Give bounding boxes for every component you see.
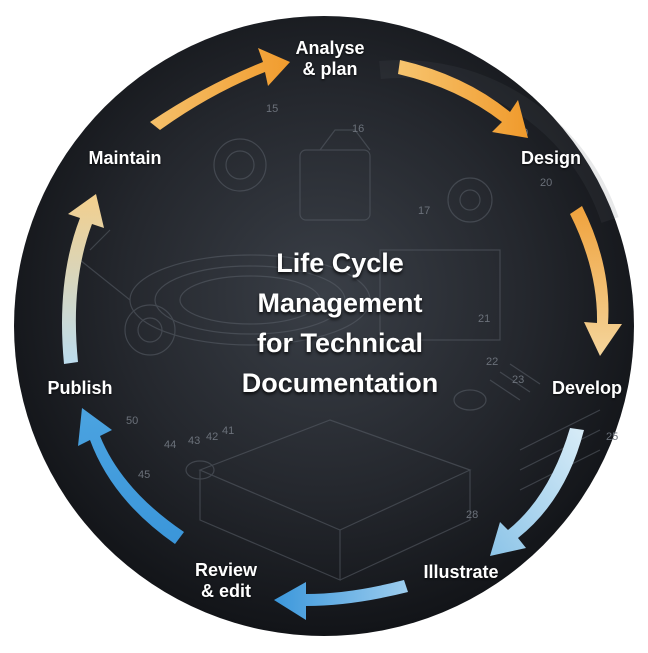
arrow-illustrate-to-review: [274, 580, 408, 620]
arrow-develop-to-illustrate: [490, 428, 584, 556]
part-number-label: 22: [486, 356, 498, 368]
background-disc: [14, 16, 634, 636]
part-number-label: 17: [418, 205, 430, 217]
part-number-label: 28: [466, 509, 478, 521]
stage-label-develop: Develop: [552, 378, 623, 398]
arrow-maintain-to-analyse: [150, 48, 290, 130]
center-title-line: Life Cycle: [276, 248, 404, 278]
part-number-label: 16: [352, 123, 364, 135]
part-number-label: 41: [222, 425, 234, 437]
stage-label-maintain: Maintain: [88, 148, 162, 168]
part-number-label: 21: [478, 313, 490, 325]
part-number-label: 42: [206, 431, 218, 443]
arrow-review-to-publish: [78, 408, 184, 544]
arrow-publish-to-maintain: [62, 194, 104, 364]
stage-label-illustrate: Illustrate: [423, 562, 499, 582]
part-number-label: 50: [126, 415, 138, 427]
part-number-label: 43: [188, 435, 200, 447]
part-number-label: 25: [606, 431, 618, 443]
center-title-line: Management: [257, 288, 423, 318]
part-number-label: 20: [540, 177, 552, 189]
cycle-arrows: [62, 48, 622, 620]
part-number-label: 23: [512, 374, 524, 386]
stage-label-design: Design: [520, 148, 581, 168]
arrow-design-to-develop: [570, 206, 622, 356]
stage-label-review: Review & edit: [194, 560, 258, 601]
part-number-label: 45: [138, 469, 150, 481]
arrow-analyse-to-design: [398, 60, 528, 138]
stage-label-publish: Publish: [47, 378, 113, 398]
center-title-line: Documentation: [241, 368, 439, 398]
part-number-label: 15: [266, 103, 278, 115]
center-title-line: for Technical: [256, 328, 424, 358]
stage-label-analyse: Analyse & plan: [295, 38, 365, 79]
part-number-label: 44: [164, 439, 176, 451]
center-title: Life Cycle Management for Technical Docu…: [170, 243, 510, 403]
